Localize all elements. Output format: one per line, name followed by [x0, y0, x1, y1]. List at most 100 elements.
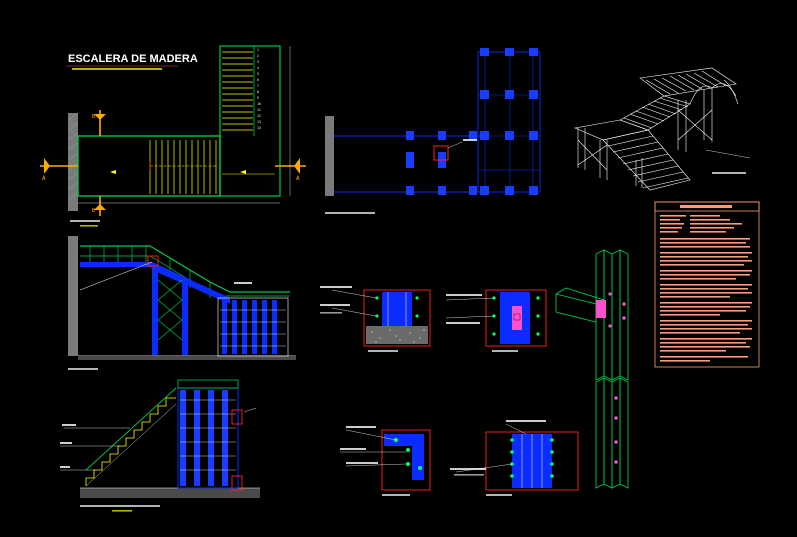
plan-wall-left — [68, 113, 78, 211]
detail3-label — [340, 448, 366, 450]
title-subtext-line — [72, 68, 162, 70]
detail3-leaders — [340, 429, 407, 467]
cross-handrail — [85, 387, 177, 471]
svg-text:A: A — [42, 175, 46, 182]
section-underside — [79, 261, 153, 291]
splice-post-face — [595, 377, 605, 489]
section-detail-callout — [147, 255, 159, 267]
iso-upper-steps — [623, 97, 689, 129]
struct-callout-leader — [447, 141, 463, 149]
detail1-post — [382, 292, 412, 326]
section-marker-a-right: A — [275, 158, 306, 182]
notes-text-lines — [660, 215, 752, 362]
iso-arch — [723, 79, 739, 105]
iso-post-face — [611, 249, 621, 381]
plan-lower-treads — [149, 140, 217, 194]
section-caption — [68, 368, 98, 370]
notes-header-text — [680, 205, 732, 208]
detail1-plates — [387, 292, 407, 326]
step-number: 5 — [257, 72, 259, 76]
detail2-connector — [512, 306, 522, 330]
struct-posts — [406, 48, 538, 195]
iso-bracing — [577, 109, 713, 171]
longitudinal-section — [68, 236, 296, 370]
struct-callout-text — [463, 139, 477, 141]
step-number: 8 — [257, 90, 259, 94]
detail4-caption — [486, 494, 512, 496]
iso-posts — [577, 88, 713, 188]
plan-direction-arrow — [110, 170, 116, 174]
section-base-posts — [222, 300, 277, 354]
detail1-aggregate — [371, 329, 425, 343]
section-stringer — [152, 262, 230, 304]
plan-step-numbers: 1 2 3 4 5 6 7 8 9 10 11 12 13 14 — [257, 48, 261, 130]
detail2-label — [446, 294, 482, 296]
cross-top-rail — [177, 379, 239, 389]
section-marker-b-top: B — [92, 110, 106, 136]
section-landing-beam — [80, 262, 152, 267]
plan-wall-hatch — [67, 112, 79, 201]
plan-direction-arrow — [240, 170, 246, 174]
step-number: 13 — [257, 120, 261, 124]
cross-caption — [80, 505, 160, 507]
cross-label — [60, 466, 70, 468]
section-base-block — [217, 297, 289, 357]
detail4-plates — [521, 434, 543, 488]
cross-detail-callout — [231, 475, 243, 491]
detail2-frame — [485, 289, 547, 347]
step-number: 14 — [257, 126, 261, 130]
detail3-bracket — [384, 434, 424, 480]
detail1-caption — [368, 350, 398, 352]
notes-header — [654, 201, 760, 212]
iso-post-face — [619, 249, 629, 381]
step-number: 12 — [257, 114, 261, 118]
plan-caption-scale — [80, 225, 98, 227]
detail3-caption — [382, 494, 410, 496]
post-connection-iso — [555, 249, 629, 381]
section-label — [234, 282, 252, 284]
step-number: 2 — [257, 54, 259, 58]
svg-text:A: A — [296, 175, 300, 182]
cross-caption-scale — [112, 510, 132, 512]
iso-lower-flight — [602, 129, 691, 191]
cross-frame-posts — [180, 390, 228, 486]
iso-arch — [689, 85, 713, 105]
step-number: 6 — [257, 78, 259, 82]
detail1-label — [320, 312, 342, 314]
detail-3 — [340, 426, 431, 496]
isometric-view — [573, 67, 751, 191]
plan-upper-treads — [222, 51, 253, 131]
section-wall — [68, 236, 78, 356]
cross-detail-callout — [231, 409, 243, 425]
iso-landing — [573, 119, 650, 141]
struct-joists — [478, 52, 540, 192]
section-handrail — [80, 245, 290, 293]
iso-top-slats — [645, 70, 727, 95]
drawing-title: ESCALERA DE MADERA — [68, 53, 198, 65]
cross-section — [60, 379, 260, 512]
detail1-frame — [363, 289, 431, 347]
iso-arch — [711, 83, 737, 97]
notes-table — [654, 201, 760, 368]
detail4-frame — [485, 431, 579, 491]
section-marker-b-bottom: B — [92, 196, 106, 216]
detail2-connector-plate — [513, 313, 521, 321]
cross-stair-profile — [85, 397, 176, 486]
iso-bolts — [608, 292, 626, 328]
struct-upper-frame — [477, 51, 541, 193]
iso-caption — [712, 172, 746, 174]
cross-stringer — [85, 403, 177, 487]
plan-caption-mark — [70, 220, 100, 222]
splice-post-face — [611, 377, 621, 489]
svg-text:B: B — [92, 208, 95, 214]
section-ground-hatch — [78, 356, 296, 360]
plan-landing-outline — [77, 135, 221, 197]
iso-connector — [596, 300, 606, 318]
iso-top-platform — [639, 67, 737, 97]
detail1-leaders — [331, 289, 377, 317]
detail1-label — [320, 304, 350, 306]
detail2-label — [446, 322, 480, 324]
detail3-bolts — [394, 438, 422, 470]
structure-plan — [325, 48, 541, 214]
